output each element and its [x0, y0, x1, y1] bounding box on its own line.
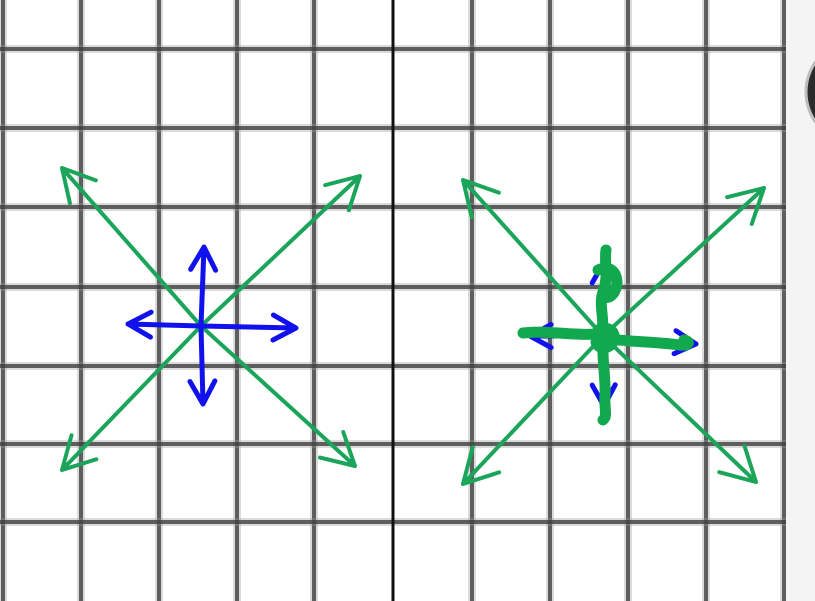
green-arrow-down-left-stroke [461, 334, 605, 486]
blue-arrow-right [198, 312, 299, 343]
green-arrow-down-left-stroke [60, 324, 203, 472]
blue-arrow-up-stroke [188, 244, 219, 329]
green-arrow-down-left [461, 334, 605, 486]
green-arrow-up-right-stroke [199, 174, 362, 328]
green-scribble-stroke [596, 332, 694, 351]
round-button-icon[interactable] [804, 40, 815, 144]
green-arrow-down-right-stroke [199, 324, 357, 468]
blue-arrow-down [187, 323, 218, 407]
blue-arrow-down-stroke [187, 323, 218, 407]
green-arrow-down-left [60, 324, 203, 472]
green-scribble-stroke [592, 262, 623, 303]
green-scribble [517, 244, 694, 426]
green-arrow-up-left [60, 166, 203, 328]
green-arrow-down-right [601, 334, 758, 484]
blue-arrow-right-stroke [198, 312, 299, 343]
green-scribble-stroke [517, 326, 602, 340]
green-arrow-down-right-stroke [601, 334, 758, 484]
left-panel [60, 166, 362, 472]
green-arrow-up-left-stroke [461, 178, 605, 338]
green-arrow-down-right [199, 324, 357, 468]
green-arrow-up-right [199, 174, 362, 328]
green-arrow-up-left-stroke [60, 166, 203, 328]
green-scribble-stroke [597, 336, 612, 426]
blue-arrow-up [188, 244, 219, 329]
blue-arrow-left [125, 309, 204, 340]
blue-arrow-left-stroke [125, 309, 204, 340]
right-panel [461, 178, 766, 486]
green-arrow-up-right [601, 186, 766, 338]
green-arrow-up-left [461, 178, 605, 338]
green-arrow-up-right-stroke [601, 186, 766, 338]
green-scribble-stroke [590, 322, 620, 354]
